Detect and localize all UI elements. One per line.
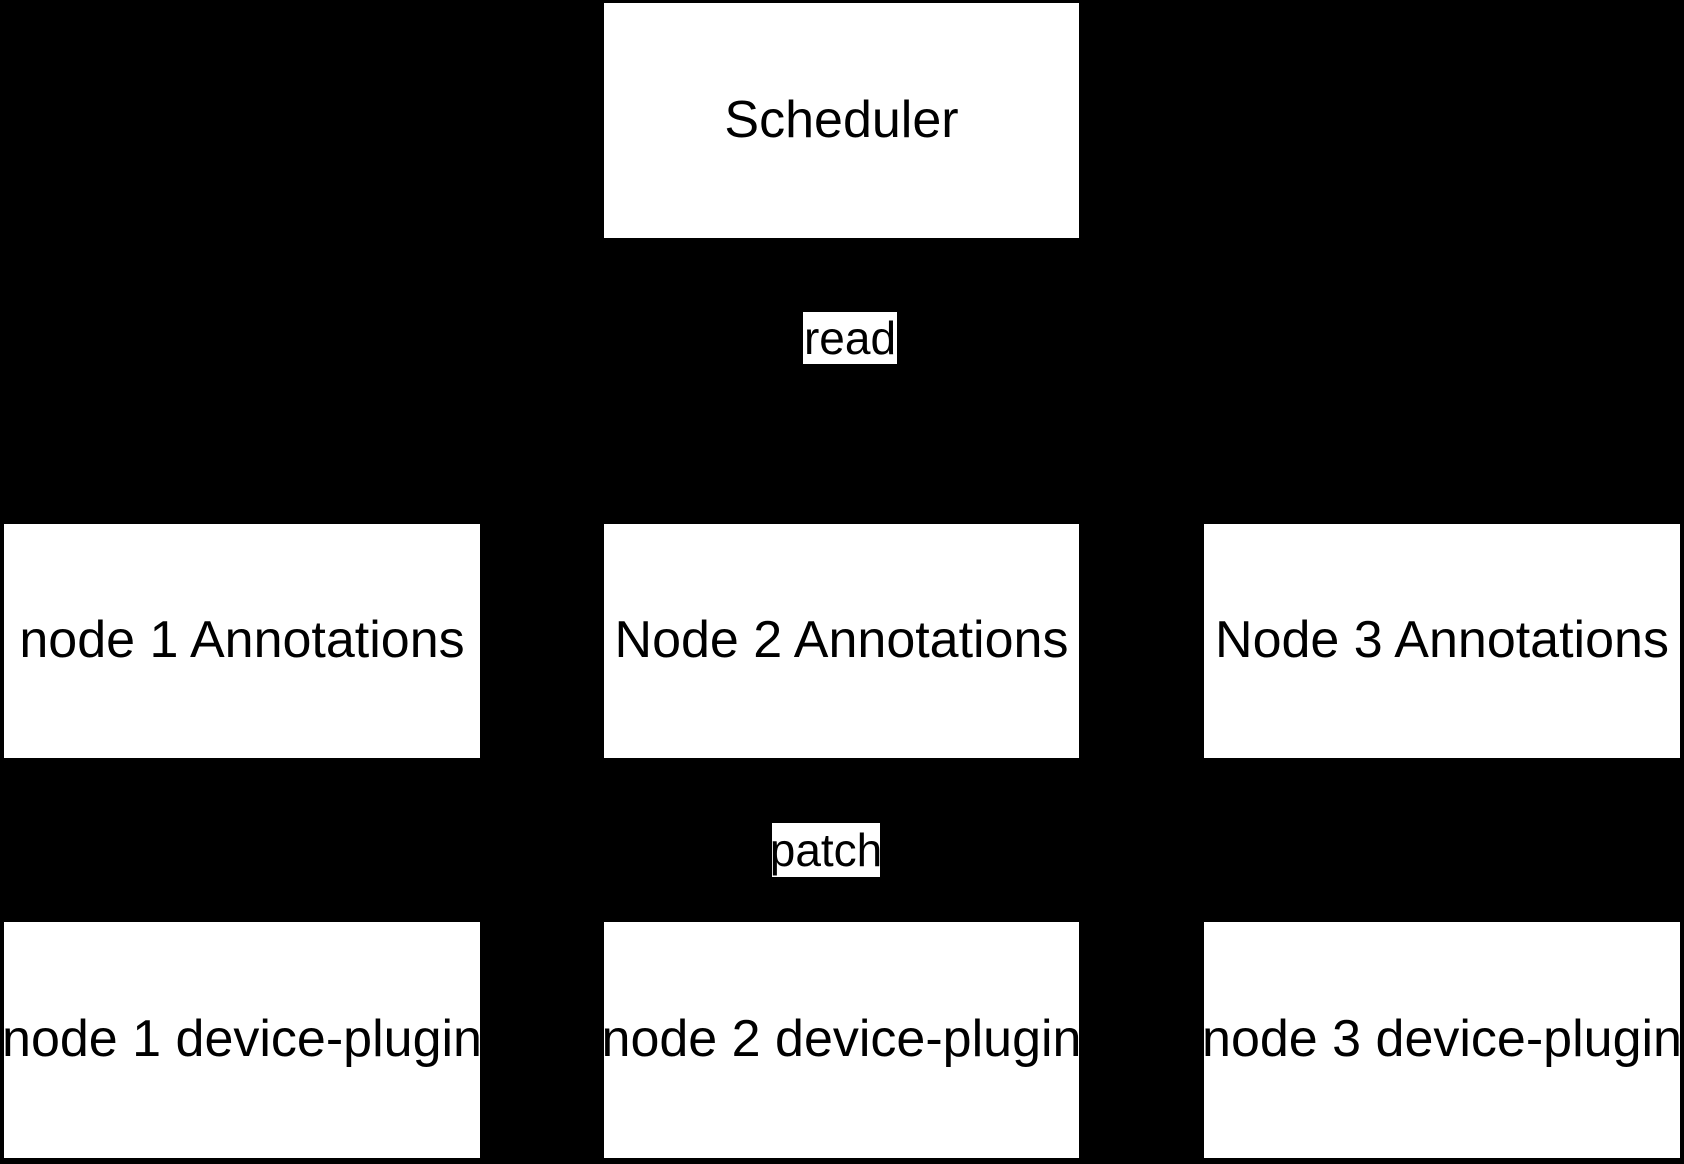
edge-label-read-text: read <box>803 312 897 364</box>
node-3-device-plugin-box: node 3 device-plugin <box>1202 922 1682 1158</box>
scheduler-node: Scheduler <box>604 3 1079 238</box>
node-1-device-plugin-box: node 1 device-plugin <box>2 922 482 1158</box>
node-3-annotations-label: Node 3 Annotations <box>1215 611 1669 670</box>
node-3-device-plugin-label: node 3 device-plugin <box>1202 1010 1682 1069</box>
node-2-device-plugin-box: node 2 device-plugin <box>601 922 1082 1158</box>
edge-label-patch-text: patch <box>769 824 883 876</box>
node-2-device-plugin-label: node 2 device-plugin <box>601 1010 1082 1069</box>
edge-label-read: read <box>803 312 897 364</box>
node-1-annotations-label: node 1 Annotations <box>19 611 465 670</box>
node-3-annotations-box: Node 3 Annotations <box>1204 524 1680 758</box>
scheduler-node-label: Scheduler <box>724 90 959 149</box>
edge-label-patch: patch <box>769 823 883 877</box>
node-2-annotations-label: Node 2 Annotations <box>614 611 1069 670</box>
node-1-device-plugin-label: node 1 device-plugin <box>2 1010 482 1069</box>
node-2-annotations-box: Node 2 Annotations <box>604 524 1079 758</box>
node-1-annotations-box: node 1 Annotations <box>4 524 480 758</box>
